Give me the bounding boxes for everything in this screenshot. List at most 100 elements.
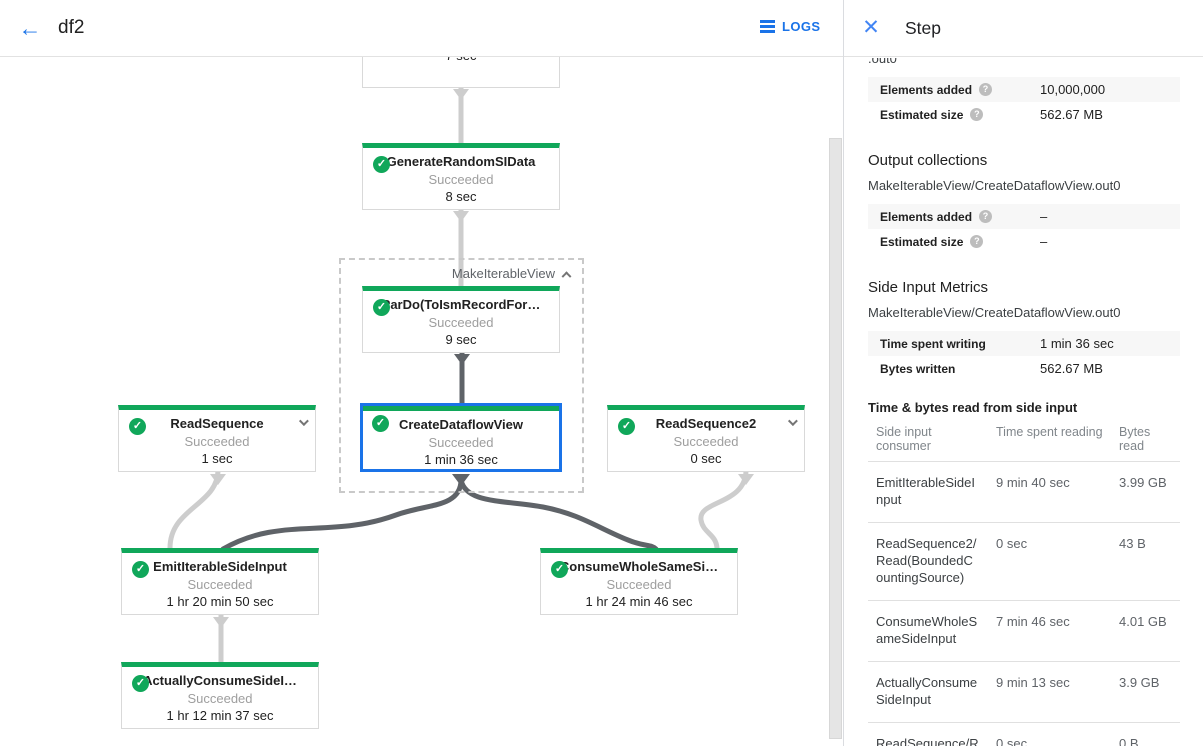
metric-value: 562.67 MB (1040, 107, 1103, 122)
pipeline-graph-pane: MakeIterableView ✓ Succeeded 7 sec ✓ Gen… (118, 21, 842, 739)
column-header: Side input consumer (868, 417, 988, 462)
metric-value: 562.67 MB (1040, 361, 1103, 376)
output-collection-path: MakeIterableView/CreateDataflowView.out0 (868, 178, 1121, 193)
back-arrow-button[interactable]: ← (18, 15, 42, 41)
node-status: Succeeded (428, 435, 494, 450)
success-check-icon: ✓ (129, 418, 146, 435)
metric-row: Elements added? – (868, 204, 1180, 229)
node-title: ReadSequence (170, 416, 264, 431)
graph-vertical-scrollbar[interactable] (829, 138, 842, 739)
table-row: EmitIterableSideInput 9 min 40 sec 3.99 … (868, 461, 1180, 523)
node-title: EmitIterableSideInput (153, 559, 287, 574)
time-spent-reading: 0 sec (988, 722, 1111, 746)
node-time: 8 sec (445, 189, 477, 204)
node-title: GenerateRandomSIData (386, 154, 536, 169)
node-time: 1 hr 12 min 37 sec (166, 708, 274, 723)
top-toolbar: ← df2 LOGS ✕ Step (0, 0, 1203, 57)
graph-node-createdataflowview-selected[interactable]: ✓ CreateDataflowView Succeeded 1 min 36 … (360, 403, 562, 472)
bytes-read: 3.99 GB (1111, 461, 1180, 523)
logs-button[interactable]: LOGS (760, 19, 820, 34)
node-status: Succeeded (187, 577, 253, 592)
graph-node-readsequence[interactable]: ✓ ReadSequence Succeeded 1 sec (118, 405, 316, 472)
node-status: Succeeded (187, 691, 253, 706)
side-input-metrics-heading: Side Input Metrics (868, 279, 989, 296)
success-check-icon: ✓ (373, 299, 390, 316)
node-title: ParDo(ToIsmRecordFor… (381, 297, 541, 312)
side-input-collection-path: MakeIterableView/CreateDataflowView.out0 (868, 305, 1121, 320)
collapse-group-icon[interactable] (561, 271, 572, 282)
node-status: Succeeded (428, 172, 494, 187)
group-label-text: MakeIterableView (451, 266, 555, 281)
side-input-write-metrics: Time spent writing 1 min 36 sec Bytes wr… (868, 331, 1180, 381)
time-spent-reading: 9 min 13 sec (988, 661, 1111, 723)
step-panel-title: Step (905, 18, 941, 38)
graph-node-generaterandomsidata[interactable]: ✓ GenerateRandomSIData Succeeded 8 sec (362, 143, 560, 210)
bytes-read: 43 B (1111, 522, 1180, 601)
logs-label: LOGS (782, 19, 821, 34)
node-status-bar (363, 406, 559, 411)
metric-label: Bytes written (880, 361, 956, 376)
bytes-read: 3.9 GB (1111, 661, 1180, 723)
job-name: df2 (58, 17, 85, 38)
input-metrics: Elements added? 10,000,000 Estimated siz… (868, 77, 1180, 127)
column-header: Time spent reading (988, 417, 1111, 462)
success-check-icon: ✓ (551, 561, 568, 578)
metric-label: Estimated size (880, 107, 964, 122)
metric-label: Elements added (880, 209, 973, 224)
metric-row: Elements added? 10,000,000 (868, 77, 1180, 102)
help-icon[interactable]: ? (970, 235, 984, 248)
metric-row: Estimated size? 562.67 MB (868, 102, 1180, 127)
step-details-panel: .out0 Elements added? 10,000,000 Estimat… (844, 58, 1203, 746)
metric-row: Bytes written 562.67 MB (868, 356, 1180, 381)
node-title: ConsumeWholeSameSi… (559, 559, 719, 574)
table-header-row: Side input consumer Time spent reading B… (868, 417, 1180, 462)
column-header: Bytes read (1111, 417, 1180, 462)
table-row: ConsumeWholeSameSideInput 7 min 46 sec 4… (868, 600, 1180, 662)
metric-value: – (1040, 234, 1048, 249)
success-check-icon: ✓ (373, 156, 390, 173)
pane-divider (843, 0, 844, 746)
node-time: 1 min 36 sec (424, 452, 498, 467)
graph-node-readsequence2[interactable]: ✓ ReadSequence2 Succeeded 0 sec (607, 405, 805, 472)
side-input-consumer: ReadSequence2/Read(BoundedCountingSource… (868, 522, 988, 601)
help-icon[interactable]: ? (979, 83, 993, 96)
success-check-icon: ✓ (372, 415, 389, 432)
output-collections-heading: Output collections (868, 152, 988, 169)
graph-node-actuallyconsumesideinput[interactable]: ✓ ActuallyConsumeSideI… Succeeded 1 hr 1… (121, 662, 319, 729)
node-time: 1 hr 24 min 46 sec (585, 594, 693, 609)
time-spent-reading: 9 min 40 sec (988, 461, 1111, 523)
node-status: Succeeded (184, 434, 250, 449)
graph-node-consumewholesamesideinput[interactable]: ✓ ConsumeWholeSameSi… Succeeded 1 hr 24 … (540, 548, 738, 615)
time-spent-reading: 7 min 46 sec (988, 600, 1111, 662)
node-time: 1 sec (201, 451, 233, 466)
success-check-icon: ✓ (132, 561, 149, 578)
bytes-read: 4.01 GB (1111, 600, 1180, 662)
metric-label: Time spent writing (880, 336, 986, 351)
logs-list-icon (760, 20, 775, 33)
side-input-table-heading: Time & bytes read from side input (868, 400, 1078, 415)
group-label[interactable]: MakeIterableView (451, 266, 572, 282)
metric-value: 10,000,000 (1040, 82, 1106, 97)
success-check-icon: ✓ (132, 675, 149, 692)
graph-node-emititerablesideinput[interactable]: ✓ EmitIterableSideInput Succeeded 1 hr 2… (121, 548, 319, 615)
time-spent-reading: 0 sec (988, 522, 1111, 601)
close-panel-button[interactable]: ✕ (862, 16, 880, 39)
help-icon[interactable]: ? (970, 108, 984, 121)
side-input-consumer: ActuallyConsumeSideInput (868, 661, 988, 723)
node-status: Succeeded (428, 315, 494, 330)
graph-node-pardo-toismrecord[interactable]: ✓ ParDo(ToIsmRecordFor… Succeeded 9 sec (362, 286, 560, 353)
metric-label: Elements added (880, 82, 973, 97)
node-time: 9 sec (445, 332, 477, 347)
side-input-consumer: ReadSequence/Read(BoundedCountingSource) (868, 722, 988, 746)
node-time: 0 sec (690, 451, 722, 466)
bytes-read: 0 B (1111, 722, 1180, 746)
side-input-read-table: Side input consumer Time spent reading B… (868, 417, 1180, 746)
metric-value: – (1040, 209, 1048, 224)
metric-row: Time spent writing 1 min 36 sec (868, 331, 1180, 356)
success-check-icon: ✓ (618, 418, 635, 435)
transform-group-makeiterableview[interactable]: MakeIterableView (339, 258, 584, 493)
table-row: ActuallyConsumeSideInput 9 min 13 sec 3.… (868, 661, 1180, 723)
node-status: Succeeded (606, 577, 672, 592)
help-icon[interactable]: ? (979, 210, 993, 223)
